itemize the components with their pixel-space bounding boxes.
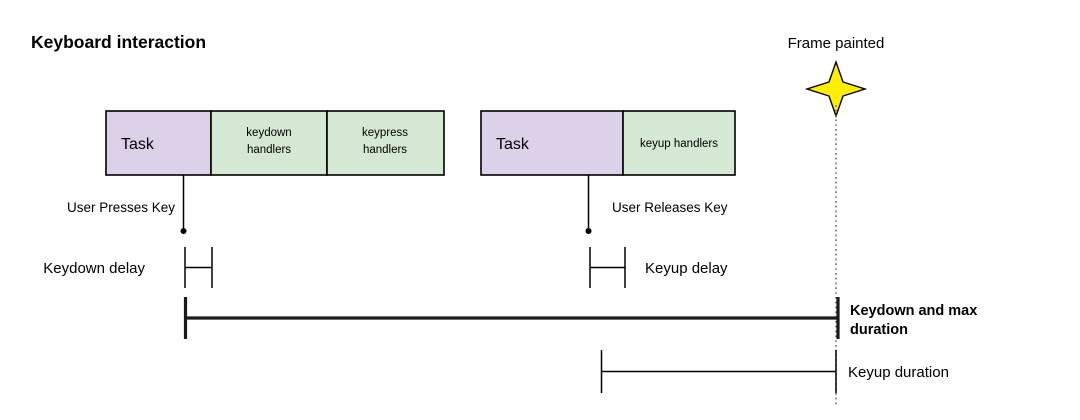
keydown-max-duration-measure: Keydown and max duration — [183, 297, 977, 339]
four-point-star-icon — [804, 59, 868, 119]
task-box-2[interactable] — [480, 110, 624, 176]
keyup-delay-measure: Keyup delay — [589, 247, 728, 288]
keyup-handlers-box[interactable] — [622, 110, 736, 176]
arrow-down-icon-press — [180, 228, 187, 234]
keydown-handlers-box[interactable] — [210, 110, 328, 176]
user-releases-key-label: User Releases Key — [612, 200, 728, 215]
keydown-max-duration-label-line2: duration — [850, 322, 908, 338]
arrow-down-icon-release — [585, 228, 592, 234]
keyup-duration-measure: Keyup duration — [600, 350, 949, 393]
page-title: Keyboard interaction — [31, 32, 206, 52]
keydown-max-duration-label-line1: Keydown and max — [850, 303, 977, 319]
keydown-handlers-label-line1: keydown — [246, 127, 291, 139]
user-presses-key-marker: User Presses Key — [67, 175, 187, 234]
keyup-duration-label: Keyup duration — [848, 364, 949, 381]
task-box-1-label: Task — [121, 136, 155, 153]
keypress-handlers-label-line1: keypress — [362, 127, 408, 139]
keyup-delay-label: Keyup delay — [645, 260, 728, 277]
keyup-handlers-label-alt: keyup handlers — [640, 138, 718, 150]
keydown-delay-measure: Keydown delay — [43, 247, 213, 288]
keydown-handlers-label-line2: handlers — [247, 144, 291, 156]
task-box-2-label: Task — [496, 136, 530, 153]
user-releases-key-marker: User Releases Key — [585, 175, 728, 234]
keypress-handlers-box[interactable] — [326, 110, 445, 176]
keyup-task-group: Task keyup handlers — [480, 110, 736, 176]
keydown-delay-label: Keydown delay — [43, 260, 145, 277]
frame-painted-label: Frame painted — [788, 35, 885, 52]
keydown-task-group: Task keydown handlers keypress handlers — [105, 110, 445, 176]
keypress-handlers-label-line2: handlers — [363, 144, 407, 156]
user-presses-key-label: User Presses Key — [67, 200, 175, 215]
task-box-1[interactable] — [105, 110, 212, 176]
